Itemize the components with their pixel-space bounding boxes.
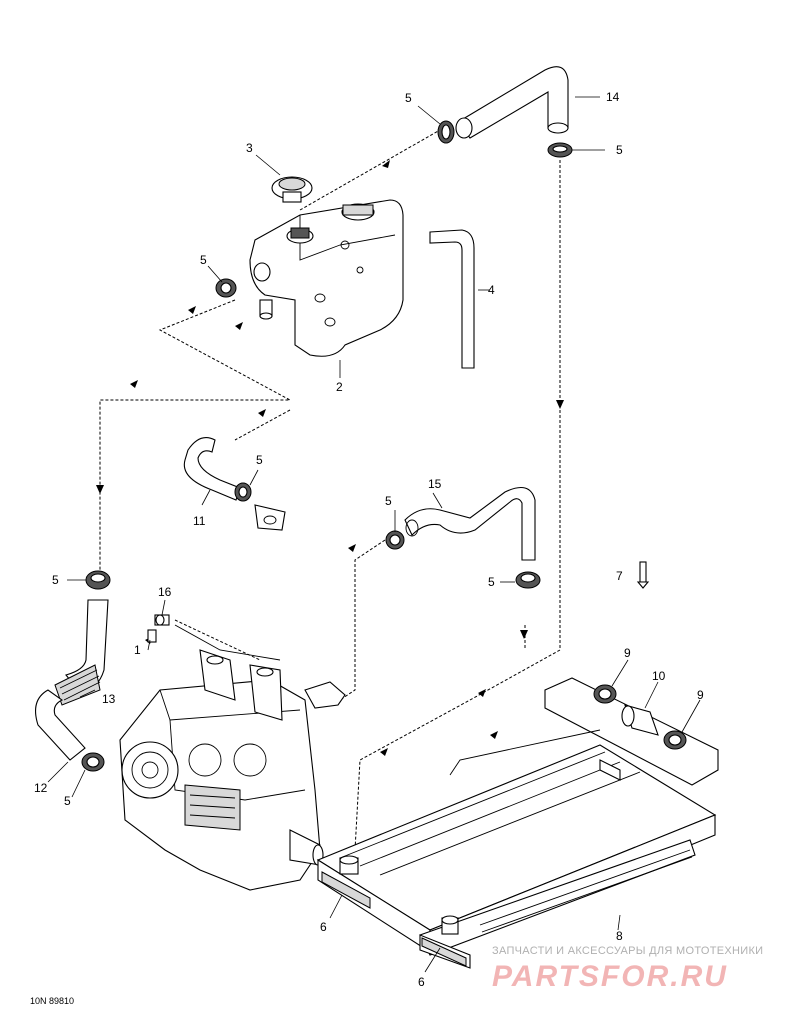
callout-5-top-right: 5 (616, 143, 623, 157)
connector-part-10 (621, 704, 659, 736)
callout-5-top-left: 5 (405, 91, 412, 105)
callout-15: 15 (428, 477, 442, 491)
expansion-tank-part-2 (249, 199, 404, 357)
hose-part-11 (183, 437, 286, 531)
connector-assembly (544, 677, 719, 786)
callout-10: 10 (652, 669, 666, 683)
clamp-part-5-left-lower (81, 752, 105, 772)
callout-2: 2 (336, 380, 343, 394)
hose-part-13 (54, 599, 109, 706)
callout-labels: 5 14 5 3 5 4 2 5 11 5 15 5 7 5 16 1 13 1… (34, 90, 704, 989)
callout-5-tank: 5 (200, 253, 207, 267)
callout-5-hose-15: 5 (385, 494, 392, 508)
callout-5-left: 5 (52, 573, 59, 587)
callout-5-left-lower: 5 (64, 794, 71, 808)
clamp-part-9-right (663, 730, 687, 750)
callout-14: 14 (606, 90, 620, 104)
fitting-part-16 (154, 614, 170, 626)
overflow-hose-part-4 (429, 229, 475, 369)
watermark-tagline: ЗАПЧАСТИ И АКСЕССУАРЫ ДЛЯ МОТОТЕХНИКИ (492, 945, 763, 957)
pressure-cap-part-3 (271, 176, 313, 203)
clamp-part-5-right (515, 571, 541, 589)
callout-9-right: 9 (697, 688, 704, 702)
clamp-part-5-upper-left (437, 120, 455, 144)
callout-11: 11 (193, 514, 206, 528)
callout-13: 13 (102, 692, 116, 706)
hose-part-15 (385, 486, 536, 561)
callout-5-right: 5 (488, 575, 495, 589)
callout-3: 3 (246, 141, 253, 155)
bleed-screw-part-7 (636, 561, 650, 589)
watermark: ЗАПЧАСТИ И АКСЕССУАРЫ ДЛЯ МОТОТЕХНИКИ PA… (492, 945, 763, 993)
callout-9-left: 9 (624, 646, 631, 660)
hose-part-12 (35, 689, 86, 761)
callout-12: 12 (34, 781, 48, 795)
watermark-brand: PARTSFOR.RU (492, 960, 728, 993)
leader-lines (47, 96, 701, 973)
callout-8: 8 (616, 929, 623, 943)
callout-1: 1 (134, 643, 141, 657)
clamp-part-9-left (593, 684, 617, 704)
callout-6-upper: 6 (320, 920, 327, 934)
callout-4: 4 (488, 283, 495, 297)
fitting-part-1 (147, 629, 157, 643)
drawing-code: 10N 89810 (30, 996, 74, 1006)
upper-hose-part-14 (455, 66, 569, 139)
clamp-part-5-left-upper (85, 570, 111, 590)
clamp-part-5-upper-right (547, 142, 573, 158)
engine-block (119, 624, 346, 891)
rail-part-8 (449, 729, 693, 933)
callout-16: 16 (158, 585, 172, 599)
callout-5-hose-11: 5 (256, 453, 263, 467)
callout-6-lower: 6 (418, 975, 425, 989)
clamp-part-5-tank (215, 278, 237, 298)
callout-7: 7 (616, 569, 623, 583)
